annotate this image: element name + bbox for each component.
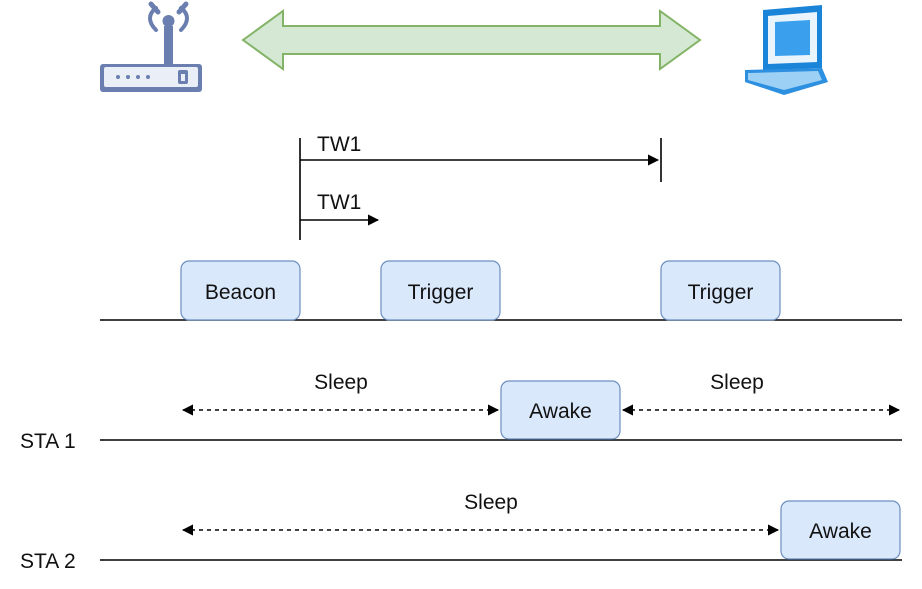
sta1-row-label: STA 1 [20,430,76,453]
ap-timeline: Beacon Trigger Trigger [100,260,902,321]
trigger-label-2: Trigger [688,281,754,304]
tw1-long-label: TW1 [317,133,361,156]
sta1-timeline: STA 1 Sleep Awake Sleep [20,371,902,453]
sta2-awake-label: Awake [809,520,872,543]
laptop-icon [745,5,828,95]
sta2-sleep-label: Sleep [464,491,518,514]
tw1-short-interval: TW1 [300,191,380,226]
sta1-sleep-left-label: Sleep [314,371,368,394]
bidirectional-link-arrow [241,9,702,71]
beacon-label: Beacon [205,281,276,304]
trigger-box-1 [380,260,501,321]
router-icon [100,1,202,92]
sta1-awake-box [500,380,621,440]
sta2-awake-box [780,500,901,560]
sta2-timeline: STA 2 Sleep Awake [20,491,902,573]
sta2-row-label: STA 2 [20,550,76,573]
tw1-long-interval: TW1 [299,133,662,240]
sta1-awake-label: Awake [529,400,592,423]
tw1-short-label: TW1 [317,191,361,214]
beacon-box [180,260,301,321]
trigger-label-1: Trigger [408,281,474,304]
sta1-sleep-right-label: Sleep [710,371,764,394]
trigger-box-2 [660,260,781,321]
